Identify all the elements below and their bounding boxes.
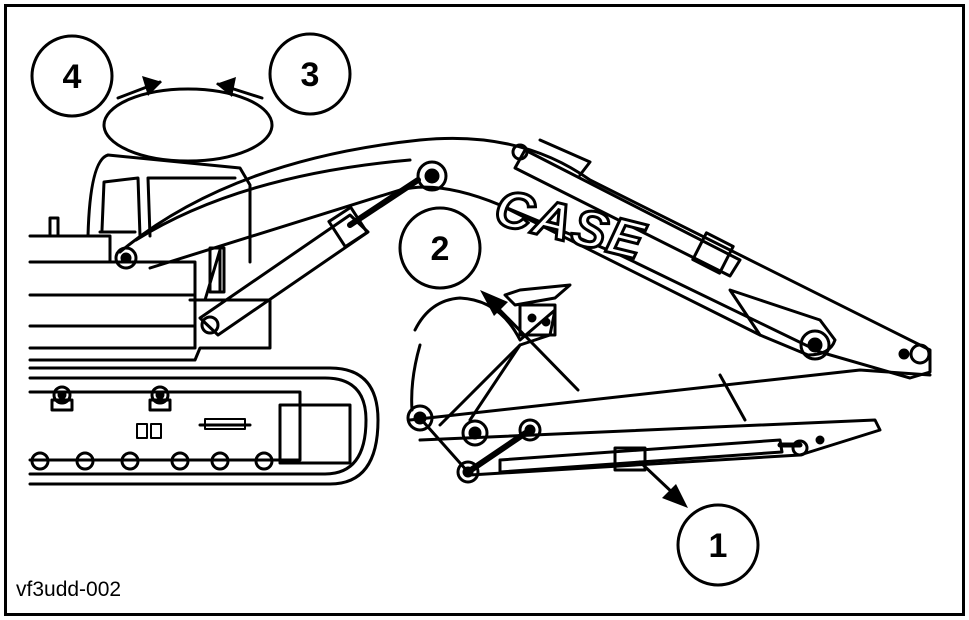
bucket: [406, 283, 572, 484]
callout-4: 4: [30, 34, 114, 118]
figure-reference-code: vf3udd-002: [16, 578, 122, 601]
track-assembly: [28, 366, 380, 486]
callout-1-label: 1: [709, 527, 728, 565]
boom: [114, 136, 932, 380]
swing-rotation-arrow: [102, 80, 274, 163]
arm-cylinder: [511, 138, 742, 278]
upper-structure: [28, 216, 272, 362]
figure-frame: [4, 4, 965, 616]
bucket-cylinder: [498, 438, 803, 474]
arrow-callout-2: [493, 303, 580, 392]
callout-2: 2: [398, 206, 482, 290]
callout-1: 1: [676, 503, 760, 587]
callout-2-label: 2: [431, 230, 450, 268]
boom-cylinder: [198, 177, 421, 337]
arrow-callout-1: [638, 460, 677, 497]
arm: [408, 288, 932, 477]
callout-4-label: 4: [63, 58, 82, 96]
callout-3-label: 3: [301, 56, 320, 94]
callout-3: 3: [268, 32, 352, 116]
brand-logo: CASE: [489, 178, 651, 271]
